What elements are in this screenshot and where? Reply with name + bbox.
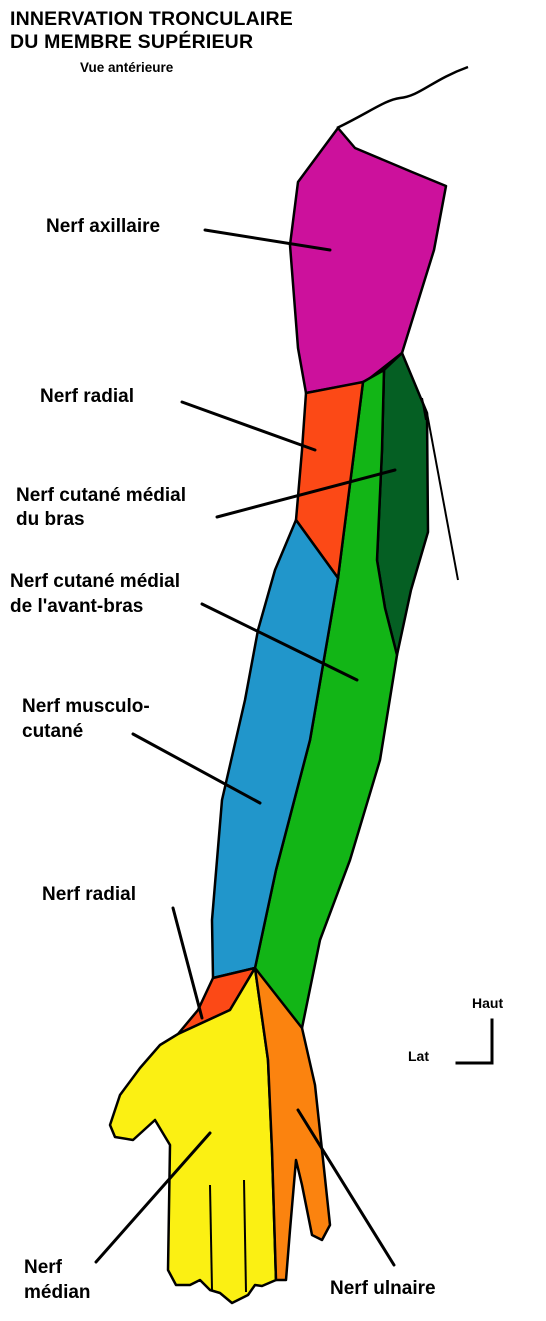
leader-radial-bras	[180, 400, 317, 452]
leader-median	[94, 1131, 212, 1264]
page-title-line-2: DU MEMBRE SUPÉRIEUR	[10, 31, 254, 53]
shoulder-outline	[336, 65, 469, 130]
label-musculo-2: cutané	[22, 721, 84, 742]
leader-axillaire	[203, 228, 332, 252]
label-nerf-radial-poignet: Nerf radial	[42, 884, 136, 905]
leader-radial-poignet	[171, 906, 204, 1020]
finger-line-2	[243, 1179, 247, 1293]
label-cutane-bras-2: du bras	[16, 509, 85, 530]
page-title-line-1: INNERVATION TRONCULAIRE	[10, 8, 294, 30]
label-cutane-avb-2: de l'avant-bras	[10, 596, 144, 617]
finger-line-3	[271, 1149, 277, 1281]
label-cutane-avb-1: Nerf cutané médial	[10, 571, 180, 592]
label-median-2: médian	[24, 1282, 91, 1303]
orientation-marker	[455, 1018, 494, 1065]
label-nerf-radial-bras: Nerf radial	[40, 386, 134, 407]
label-nerf-ulnaire: Nerf ulnaire	[330, 1278, 436, 1299]
finger-line-1	[209, 1184, 213, 1291]
leader-cutane-bras	[215, 468, 397, 519]
arm-line-extra	[426, 412, 459, 581]
orientation-haut: Haut	[472, 995, 504, 1011]
leader-cutane-avb	[200, 602, 359, 682]
label-cutane-bras-1: Nerf cutané médial	[16, 485, 186, 506]
region-axillaire	[288, 126, 448, 395]
leader-musculo	[131, 732, 262, 805]
label-musculo-1: Nerf musculo-	[22, 696, 150, 717]
label-nerf-axillaire: Nerf axillaire	[46, 216, 161, 237]
label-median-1: Nerf	[24, 1257, 63, 1278]
page-subtitle: Vue antérieure	[80, 60, 174, 75]
arm-tick	[421, 397, 427, 421]
orientation-lat: Lat	[408, 1048, 429, 1064]
region-musculo-cutane	[210, 518, 340, 980]
leader-ulnaire	[296, 1108, 396, 1267]
